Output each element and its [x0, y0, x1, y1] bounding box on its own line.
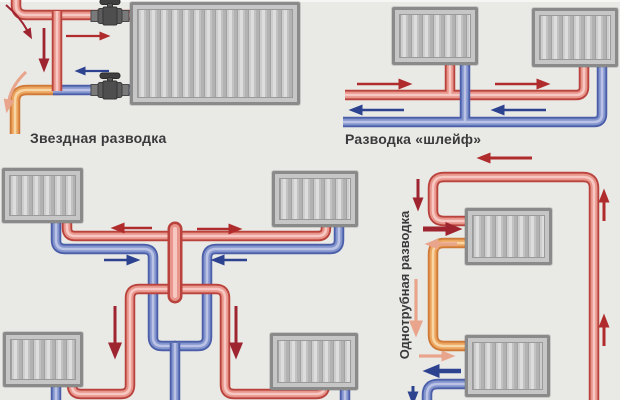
radiator-ribs [472, 342, 543, 390]
caption-loop-layout: Разводка «шлейф» [345, 131, 482, 147]
radiator [465, 208, 552, 265]
radiator [270, 333, 358, 390]
radiator [3, 332, 83, 387]
radiator-ribs [9, 175, 76, 216]
radiator-ribs [277, 340, 351, 383]
caption-single-pipe-layout: Однотрубная разводка [397, 210, 412, 360]
shutoff-valve-icon [90, 72, 130, 100]
flow-arrow-curved-down-icon [5, 4, 32, 40]
radiator-ribs [472, 215, 545, 258]
radiator [272, 171, 358, 227]
radiator [465, 335, 550, 397]
radiator [130, 2, 300, 105]
radiator [2, 168, 83, 223]
radiator-ribs [10, 339, 76, 380]
radiator-ribs [399, 14, 471, 58]
page-edge [0, 0, 620, 2]
radiator-ribs [279, 178, 351, 220]
shutoff-valve-icon [90, 0, 130, 26]
radiator [392, 7, 478, 65]
caption-star-layout: Звездная разводка [30, 130, 167, 146]
radiator [532, 8, 618, 67]
flow-arrow-curved-down-icon [3, 70, 28, 114]
radiator-ribs [137, 9, 293, 98]
radiator-ribs [539, 15, 611, 60]
